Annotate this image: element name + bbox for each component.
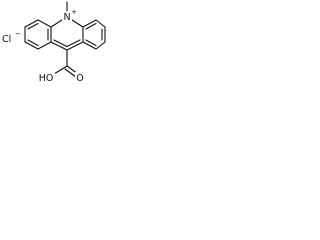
hydroxyl-label: HO	[39, 73, 54, 84]
nitrogen-atom: N +	[62, 8, 77, 23]
chloride-charge: −	[15, 30, 21, 38]
chloride-label: Cl	[2, 34, 11, 45]
acridinium-carboxylic-acid-structure: N + Cl − O HO	[2, 1, 106, 84]
nitrogen-label: N	[63, 12, 70, 23]
structure-canvas: N + Cl − O HO	[0, 0, 106, 97]
chloride-ion: Cl −	[2, 30, 21, 45]
carbonyl-oxygen-atom: O	[75, 72, 85, 84]
hydroxyl-bond	[53, 65, 68, 75]
carboxylic-acid-group	[53, 49, 79, 78]
central-pyridinium-ring	[50, 19, 84, 51]
right-benzene-ring	[82, 19, 106, 50]
carbonyl-bond-inner	[64, 68, 77, 78]
nitrogen-charge: +	[71, 8, 77, 16]
left-benzene-ring	[24, 19, 52, 50]
carbonyl-oxygen-label: O	[76, 73, 83, 84]
hydroxyl-group: HO	[38, 72, 55, 84]
